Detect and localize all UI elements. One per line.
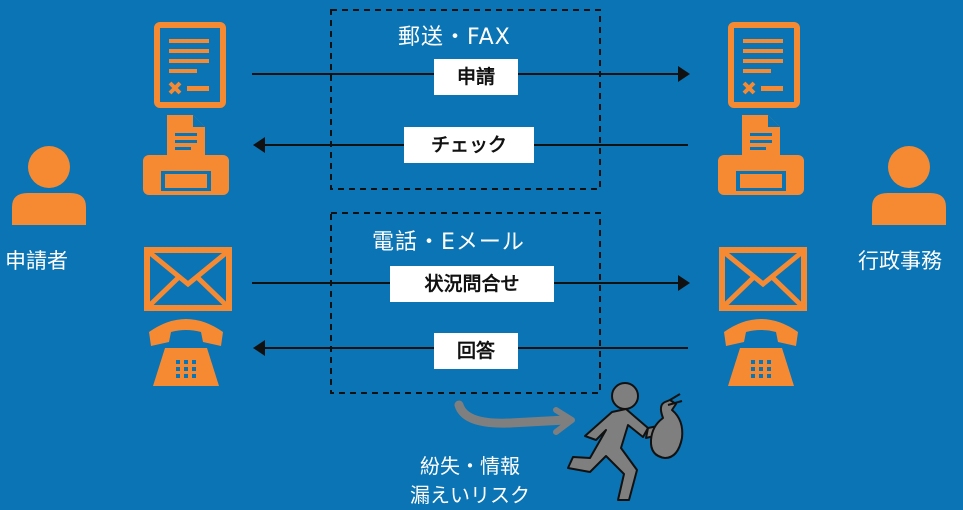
risk-curved-arrow xyxy=(454,400,571,428)
document-icon xyxy=(157,25,223,105)
risk-text-line1: 紛失・情報 xyxy=(420,454,520,478)
thief-icon xyxy=(567,382,684,501)
person-icon xyxy=(12,146,86,225)
mail-fax-title: 郵送・FAX xyxy=(398,25,511,50)
envelope-icon xyxy=(722,250,804,308)
fax-machine-icon xyxy=(143,115,229,195)
risk-text-line2: 漏えいリスク xyxy=(410,483,530,507)
answer-label: 回答 xyxy=(434,333,518,369)
administration-label: 行政事務 xyxy=(858,249,942,273)
telephone-icon xyxy=(149,319,223,386)
phone-email-group-box xyxy=(330,212,601,394)
envelope-icon xyxy=(147,250,229,308)
inquiry-label: 状況問合せ xyxy=(390,266,554,302)
document-icon xyxy=(731,25,797,105)
check-label: チェック xyxy=(404,127,534,163)
applicant-label: 申請者 xyxy=(5,249,68,273)
fax-machine-icon xyxy=(718,115,804,195)
apply-label: 申請 xyxy=(434,59,518,95)
mail-fax-group-box xyxy=(330,9,601,190)
risk-text: 紛失・情報 漏えいリスク xyxy=(400,452,540,510)
phone-email-title: 電話・Eメール xyxy=(372,230,525,255)
person-icon xyxy=(872,146,946,225)
telephone-icon xyxy=(724,319,798,386)
